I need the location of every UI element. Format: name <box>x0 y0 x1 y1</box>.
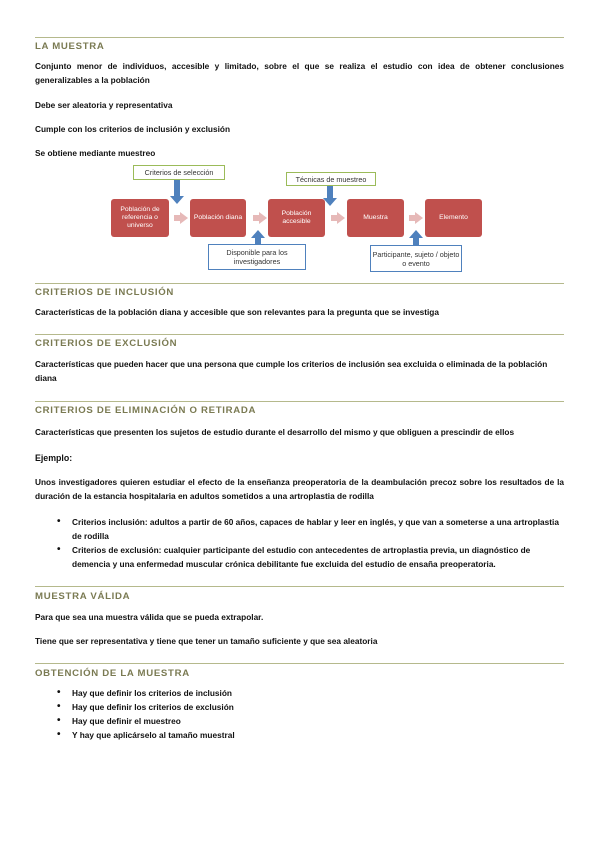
sampling-diagram: Criterios de selección Técnicas de muest… <box>108 164 493 276</box>
callout-participante: Participante, sujeto / objeto o evento <box>370 245 462 272</box>
heading-obtencion-muestra: OBTENCIÓN DE LA MUESTRA <box>35 668 190 679</box>
paragraph-exclusion: Características que pueden hacer que una… <box>35 359 548 383</box>
obtencion-bullet-list: Hay que definir los criterios de inclusi… <box>57 686 562 742</box>
box-elemento: Elemento <box>425 199 482 237</box>
heading-criterios-inclusion: CRITERIOS DE INCLUSIÓN <box>35 287 175 298</box>
list-item: Criterios de exclusión: cualquier partic… <box>57 543 562 571</box>
section-rule <box>35 37 564 38</box>
box-poblacion-referencia: Población de referencia o universo <box>111 199 169 237</box>
box-poblacion-diana: Población diana <box>190 199 246 237</box>
list-item: Criterios inclusión: adultos a partir de… <box>57 515 562 543</box>
paragraph-aleatoria: Debe ser aleatoria y representativa <box>35 100 173 110</box>
chevron-4 <box>409 212 423 224</box>
callout-tecnicas-muestreo: Técnicas de muestreo <box>286 172 376 186</box>
list-item: Y hay que aplicárselo al tamaño muestral <box>57 728 562 742</box>
list-item: Hay que definir el muestreo <box>57 714 562 728</box>
ejemplo-label: Ejemplo: <box>35 453 73 463</box>
paragraph-cumple-criterios: Cumple con los criterios de inclusión y … <box>35 124 231 134</box>
heading-criterios-eliminacion: CRITERIOS DE ELIMINACIÓN O RETIRADA <box>35 405 257 416</box>
paragraph-ejemplo: Unos investigadores quieren estudiar el … <box>35 477 564 501</box>
section-rule <box>35 334 564 335</box>
box-poblacion-accesible: Población accesible <box>268 199 325 237</box>
section-rule <box>35 283 564 284</box>
arrow-up-participante <box>409 230 423 245</box>
paragraph-muestreo: Se obtiene mediante muestreo <box>35 148 156 158</box>
chevron-2 <box>253 212 267 224</box>
heading-la-muestra: LA MUESTRA <box>35 41 105 52</box>
section-rule <box>35 586 564 587</box>
paragraph-muestra-definition: Conjunto menor de individuos, accesible … <box>35 61 564 85</box>
arrow-down-seleccion <box>170 180 184 204</box>
heading-muestra-valida: MUESTRA VÁLIDA <box>35 591 131 602</box>
list-item: Hay que definir los criterios de exclusi… <box>57 700 562 714</box>
heading-criterios-exclusion: CRITERIOS DE EXCLUSIÓN <box>35 338 178 349</box>
paragraph-inclusion: Características de la población diana y … <box>35 307 439 317</box>
arrow-up-disponible <box>251 230 265 244</box>
callout-disponible-investigadores: Disponible para los investigadores <box>208 244 306 270</box>
ejemplo-bullet-list: Criterios inclusión: adultos a partir de… <box>57 515 562 571</box>
paragraph-eliminacion: Características que presenten los sujeto… <box>35 427 515 437</box>
chevron-3 <box>331 212 345 224</box>
box-muestra: Muestra <box>347 199 404 237</box>
paragraph-valida-2: Tiene que ser representativa y tiene que… <box>35 636 378 646</box>
section-rule <box>35 663 564 664</box>
list-item: Hay que definir los criterios de inclusi… <box>57 686 562 700</box>
chevron-1 <box>174 212 188 224</box>
paragraph-valida-1: Para que sea una muestra válida que se p… <box>35 612 264 622</box>
callout-criterios-seleccion: Criterios de selección <box>133 165 225 180</box>
section-rule <box>35 401 564 402</box>
arrow-down-tecnicas <box>323 186 337 206</box>
